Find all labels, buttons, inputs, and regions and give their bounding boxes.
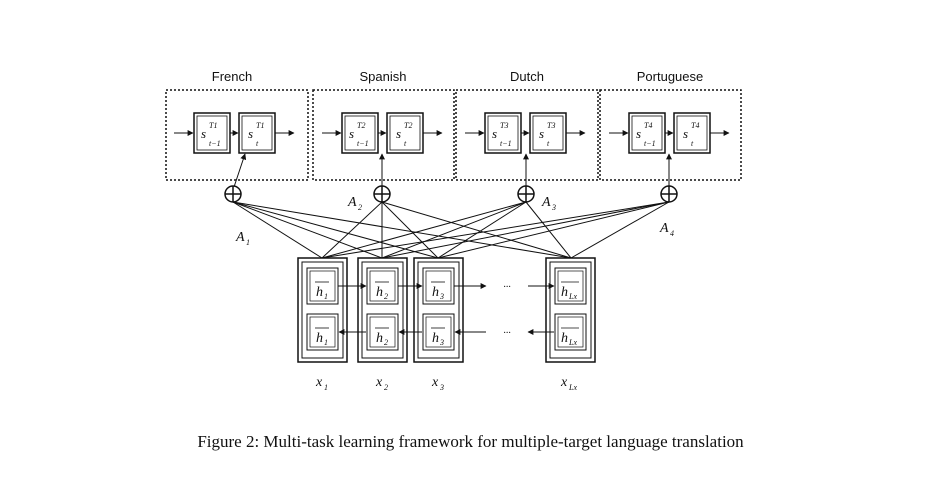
decoder-prev-sub: t−1 (644, 139, 656, 148)
decoder-sup: T1 (256, 121, 264, 130)
hidden-sub: Lx (568, 338, 577, 347)
svg-text:4: 4 (670, 229, 674, 238)
decoder-sup: T4 (691, 121, 699, 130)
figure-caption: Figure 2: Multi-task learning framework … (197, 432, 744, 451)
hidden-sub: 1 (324, 292, 328, 301)
language-label-dutch: Dutch (510, 69, 544, 84)
hidden-sub: 2 (384, 292, 388, 301)
ellipsis-forward: ··· (503, 282, 511, 293)
attention-label: A (659, 221, 669, 236)
backward-hidden-state (422, 313, 455, 351)
hidden-sub: 3 (439, 338, 444, 347)
attention-connections (232, 201, 670, 259)
attention-label: A (347, 195, 357, 210)
backward-hidden-state (306, 313, 339, 351)
decoder-sup: T2 (404, 121, 412, 130)
decoder-cur-sub: t (691, 139, 694, 148)
svg-text:h: h (561, 331, 568, 346)
input-label: x (431, 375, 439, 390)
input-label: x (560, 375, 568, 390)
svg-text:h: h (316, 285, 323, 300)
svg-text:s: s (539, 126, 544, 141)
backward-hidden-state (366, 313, 399, 351)
language-label-french: French (212, 69, 252, 84)
decoder-sup: T3 (547, 121, 555, 130)
svg-text:s: s (636, 126, 641, 141)
forward-hidden-state (366, 267, 399, 305)
decoder-sup: T4 (644, 121, 652, 130)
decoder-sup: T1 (209, 121, 217, 130)
svg-text:h: h (561, 285, 568, 300)
decoder-cur-sub: t (547, 139, 550, 148)
svg-text:Lx: Lx (568, 383, 577, 392)
language-label-portuguese: Portuguese (637, 69, 704, 84)
svg-text:h: h (432, 285, 439, 300)
svg-text:2: 2 (358, 203, 362, 212)
svg-text:3: 3 (551, 203, 556, 212)
decoder-cur-sub: t (404, 139, 407, 148)
svg-text:h: h (376, 285, 383, 300)
decoder-prev-sub: t−1 (357, 139, 369, 148)
input-label: x (315, 375, 323, 390)
svg-text:s: s (683, 126, 688, 141)
hidden-sub: 2 (384, 338, 388, 347)
svg-text:2: 2 (384, 383, 388, 392)
svg-text:s: s (396, 126, 401, 141)
decoder-group-french (165, 89, 309, 181)
svg-text:s: s (248, 126, 253, 141)
svg-text:h: h (432, 331, 439, 346)
attention-label: A (541, 195, 551, 210)
decoder-group-spanish (312, 89, 455, 181)
decoder-state-cur (673, 112, 711, 154)
attention-feed (232, 153, 247, 191)
decoder-sup: T3 (500, 121, 508, 130)
svg-text:s: s (349, 126, 354, 141)
svg-text:1: 1 (246, 238, 250, 247)
decoder-prev-sub: t−1 (209, 139, 221, 148)
attention-label: A (235, 230, 245, 245)
svg-text:h: h (376, 331, 383, 346)
hidden-sub: 3 (439, 292, 444, 301)
decoder-state-cur (386, 112, 424, 154)
language-label-spanish: Spanish (360, 69, 407, 84)
decoder-group-dutch (455, 89, 599, 181)
ellipsis-backward: ··· (503, 328, 511, 339)
decoder-state-cur (529, 112, 567, 154)
svg-text:s: s (492, 126, 497, 141)
hidden-sub: Lx (568, 292, 577, 301)
decoder-state-prev (341, 112, 379, 154)
input-label: x (375, 375, 383, 390)
decoder-cur-sub: t (256, 139, 259, 148)
hidden-sub: 1 (324, 338, 328, 347)
decoder-group-portuguese (599, 89, 742, 181)
svg-text:h: h (316, 331, 323, 346)
decoder-sup: T2 (357, 121, 365, 130)
svg-text:3: 3 (439, 383, 444, 392)
forward-hidden-state (554, 267, 587, 305)
svg-text:1: 1 (324, 383, 328, 392)
backward-hidden-state (554, 313, 587, 351)
svg-text:s: s (201, 126, 206, 141)
decoder-prev-sub: t−1 (500, 139, 512, 148)
